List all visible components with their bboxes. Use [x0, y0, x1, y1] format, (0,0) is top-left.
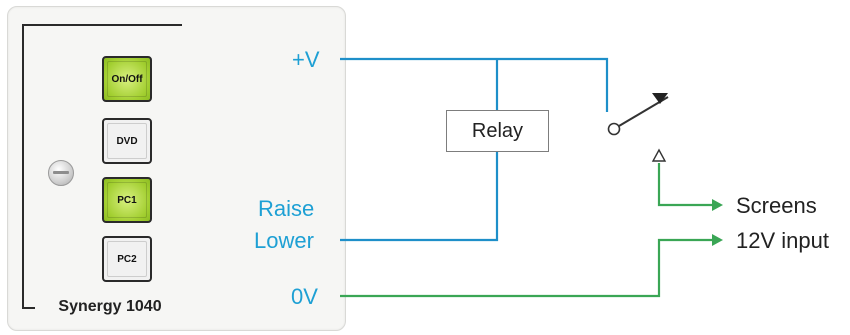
dvd-label: DVD [116, 135, 138, 147]
arrow-12v-icon [712, 234, 723, 246]
zero-v-wire [340, 238, 712, 298]
plus-v-wire [340, 57, 609, 112]
switch-pivot-icon [607, 122, 621, 136]
screw-icon [48, 160, 74, 186]
on-off-button[interactable]: On/Off [102, 56, 152, 102]
on-off-label: On/Off [111, 73, 143, 85]
switch-actuator-icon [652, 93, 668, 104]
panel-name: Synergy 1040 [35, 297, 185, 317]
pc1-button[interactable]: PC1 [102, 177, 152, 223]
dvd-button[interactable]: DVD [102, 118, 152, 164]
pc1-label: PC1 [117, 194, 137, 206]
screens-wire [657, 163, 712, 207]
pc2-button[interactable]: PC2 [102, 236, 152, 282]
terminal-raise: Raise [258, 196, 315, 221]
pc2-label: PC2 [117, 253, 137, 265]
relay-box: Relay [446, 110, 549, 152]
terminal-plus-v: +V [292, 47, 320, 72]
output-screens: Screens [736, 193, 817, 218]
terminal-lower: Lower [254, 228, 314, 253]
switch-contact-icon [651, 148, 667, 162]
terminal-zero-v: 0V [291, 284, 318, 309]
arrow-screens-icon [712, 199, 723, 211]
output-12v-input: 12V input [736, 228, 829, 253]
relay-label: Relay [471, 119, 524, 142]
